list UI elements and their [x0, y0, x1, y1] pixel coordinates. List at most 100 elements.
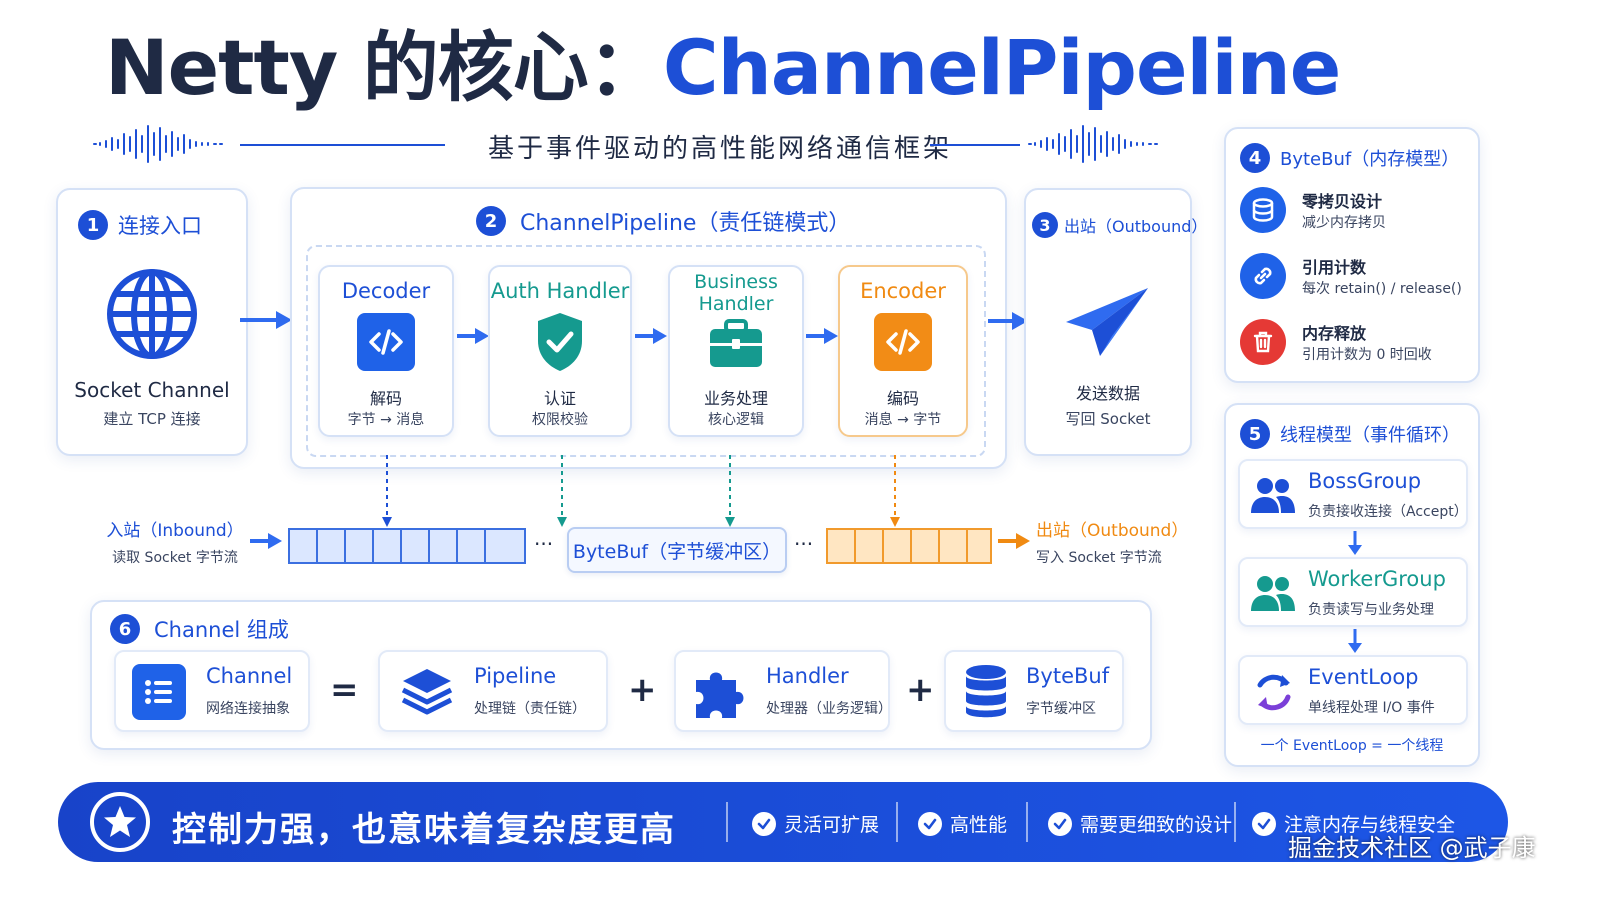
list-icon: [132, 664, 186, 720]
users-icon: [1251, 478, 1295, 513]
handler-component-title: Handler: [766, 664, 849, 688]
buffer-cell: [428, 528, 458, 564]
users-icon-teal: [1251, 576, 1295, 611]
channel-composition-card: 6 Channel 组成 Channel 网络连接抽象 = Pipeline 处…: [90, 600, 1152, 750]
inbound-arrow: [250, 533, 282, 549]
buffer-cell: [854, 528, 884, 564]
connection-entry-card: 1 连接入口 Socket Channel 建立 TCP 连接: [56, 188, 248, 456]
eventloop-desc: 单线程处理 I/O 事件: [1308, 700, 1435, 716]
buffer-cell: [344, 528, 374, 564]
sec4-number-badge: 4: [1240, 143, 1270, 173]
auth-desc: 权限校验: [532, 412, 588, 428]
sec1-number-badge: 1: [78, 210, 108, 240]
socket-channel-desc: 建立 TCP 连接: [103, 410, 201, 428]
buffer-cell: [484, 528, 526, 564]
zero-copy-desc: 减少内存拷贝: [1302, 215, 1386, 231]
boss-group-desc: 负责接收连接（Accept）: [1308, 504, 1468, 520]
watermark: 掘金技术社区 @武子康: [1288, 834, 1536, 862]
sec6-number-badge: 6: [110, 614, 140, 644]
sec3-title: 出站（Outbound）: [1064, 217, 1208, 236]
footer-item-extensible-label: 灵活可扩展: [784, 814, 880, 836]
footer-divider: [896, 802, 898, 842]
equals-operator: =: [330, 670, 359, 710]
buffer-cell: [372, 528, 402, 564]
auth-title: Auth Handler: [490, 279, 630, 303]
worker-group-desc: 负责读写与业务处理: [1308, 602, 1434, 618]
eventloop-card: EventLoop 单线程处理 I/O 事件: [1238, 655, 1468, 725]
code-icon-orange: [874, 313, 932, 371]
page-title: Netty 的核心：ChannelPipeline: [105, 18, 1341, 118]
sec2-title: ChannelPipeline（责任链模式）: [520, 211, 851, 236]
socket-channel-label: Socket Channel: [74, 378, 230, 402]
outbound-flow-title: 出站（Outbound）: [1036, 521, 1189, 541]
bytebuf-component-desc: 字节缓冲区: [1026, 701, 1096, 717]
arrow-worker-to-eventloop: [1348, 629, 1362, 653]
sec4-header: 4 ByteBuf（内存模型）: [1240, 143, 1459, 173]
thread-model-card: 5 线程模型（事件循环） BossGroup 负责接收连接（Accept） Wo…: [1224, 403, 1480, 767]
decoder-desc: 字节 → 消息: [347, 412, 425, 428]
encoder-desc: 消息 → 字节: [864, 412, 942, 428]
globe-icon: [107, 269, 197, 359]
memory-release-row: 内存释放 引用计数为 0 时回收: [1240, 319, 1432, 365]
business-desc: 核心逻辑: [708, 412, 764, 428]
zero-copy-title: 零拷贝设计: [1302, 192, 1383, 211]
bytebuf-component: ByteBuf 字节缓冲区: [944, 650, 1124, 732]
pipeline-to-buffer-connectors: [382, 455, 900, 527]
buffer-cell: [316, 528, 346, 564]
pipeline-inner-dashed: [306, 245, 986, 457]
sec5-title: 线程模型（事件循环）: [1280, 425, 1460, 446]
buffer-cell: [938, 528, 968, 564]
encoder-handler: Encoder 编码 消息 → 字节: [838, 265, 968, 437]
sec3-header: 3 出站（Outbound）: [1032, 212, 1207, 238]
eventloop-thread-note: 一个 EventLoop = 一个线程: [1260, 738, 1444, 754]
outbound-flow-desc: 写入 Socket 字节流: [1036, 550, 1162, 566]
subtitle-row: 基于事件驱动的高性能网络通信框架: [90, 122, 1170, 168]
sec4-title: ByteBuf（内存模型）: [1280, 149, 1460, 170]
business-handler: Business Handler 业务处理 核心逻辑: [668, 265, 804, 437]
ellipsis-right: ···: [794, 532, 814, 556]
sec5-number-badge: 5: [1240, 419, 1270, 449]
briefcase-icon: [710, 319, 762, 367]
decoder-handler: Decoder 解码 字节 → 消息: [318, 265, 454, 437]
pipeline-component-desc: 处理链（责任链）: [474, 701, 586, 717]
handler-component-desc: 处理器（业务逻辑）: [766, 701, 892, 717]
footer-item-safety-label: 注意内存与线程安全: [1284, 814, 1456, 836]
bytebuf-buffer-label: ByteBuf（字节缓冲区）: [572, 540, 782, 563]
check-icon: [1048, 811, 1072, 836]
footer-divider: [1026, 802, 1028, 842]
refresh-loop-icon: [1257, 674, 1291, 711]
star-icon: [90, 792, 150, 852]
footer-item-extensible: 灵活可扩展: [752, 810, 879, 837]
footer-item-performance: 高性能: [918, 810, 1007, 837]
arrow-auth-to-business: [635, 328, 667, 344]
business-title: Business Handler: [694, 271, 778, 315]
outbound-card: 3 出站（Outbound） 发送数据 写回 Socket: [1024, 188, 1207, 456]
subtitle-right-line: [930, 144, 1020, 146]
code-icon: [357, 313, 415, 371]
title-part2: ChannelPipeline: [662, 23, 1341, 112]
check-icon: [752, 811, 776, 836]
channel-component-desc: 网络连接抽象: [206, 701, 290, 717]
database-icon: [1240, 187, 1286, 233]
arrow-business-to-encoder: [806, 328, 838, 344]
check-icon: [1252, 811, 1276, 836]
sec6-title: Channel 组成: [154, 618, 289, 642]
buffer-cell: [826, 528, 856, 564]
footer-item-design-label: 需要更细致的设计: [1080, 814, 1233, 836]
encoder-name: 编码: [886, 389, 919, 408]
send-data-desc: 写回 Socket: [1065, 410, 1151, 428]
channel-component: Channel 网络连接抽象: [114, 650, 310, 732]
trash-icon: [1240, 319, 1286, 365]
footer-divider: [1234, 802, 1236, 842]
buffer-cell: [456, 528, 486, 564]
arrow-boss-to-worker: [1348, 531, 1362, 555]
puzzle-icon: [696, 672, 744, 718]
eventloop-title: EventLoop: [1308, 665, 1419, 689]
memory-release-desc: 引用计数为 0 时回收: [1302, 347, 1432, 363]
left-wave-icon: [93, 125, 223, 163]
outbound-arrow: [998, 533, 1030, 549]
bytebuf-memory-card: 4 ByteBuf（内存模型） 零拷贝设计 减少内存拷贝 引用计数 每次 ret…: [1224, 127, 1480, 383]
shield-check-icon: [538, 313, 582, 371]
sec2-number-badge: 2: [476, 206, 506, 236]
check-icon: [918, 811, 942, 836]
